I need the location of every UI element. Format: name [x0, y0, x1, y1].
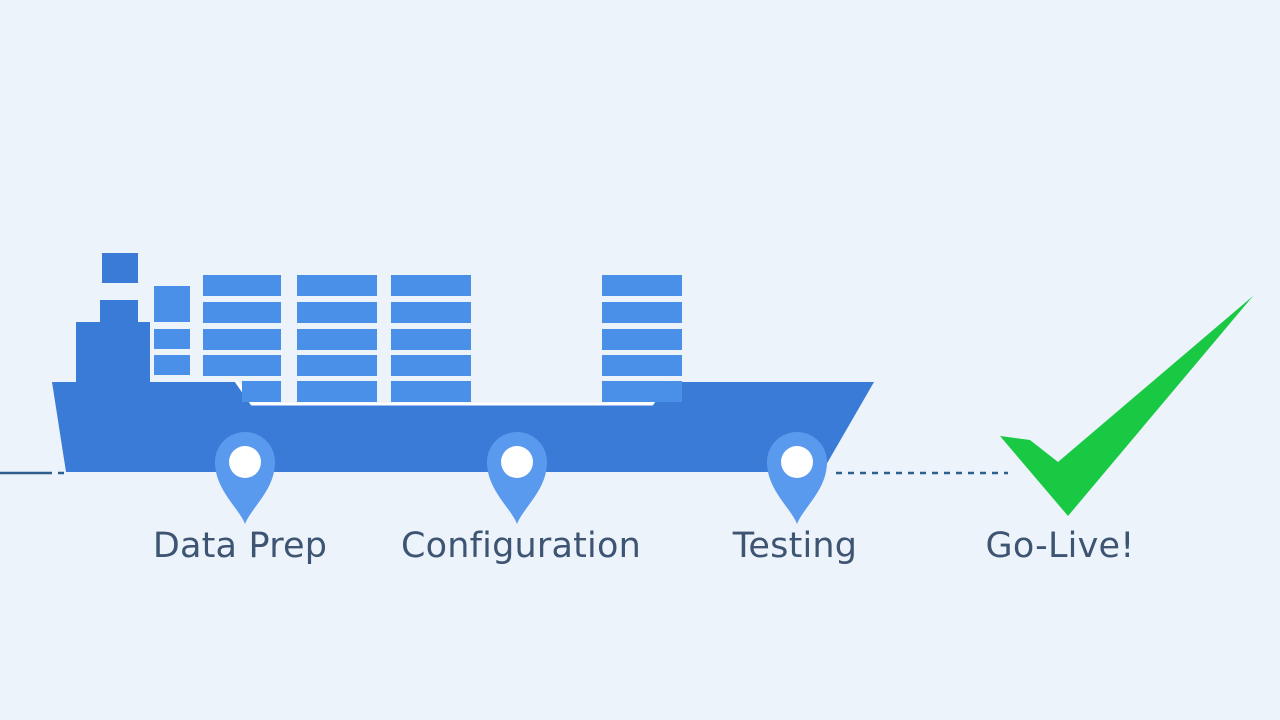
milestone-label-data-prep: Data Prep: [152, 526, 328, 566]
container-block: [297, 329, 377, 350]
container-block: [203, 355, 281, 376]
milestone-pins: [215, 432, 827, 524]
pin-hole: [229, 446, 261, 478]
container-block: [602, 355, 682, 376]
ship-chimney: [102, 253, 138, 283]
container-block: [297, 302, 377, 323]
map-pin-icon: [487, 432, 547, 524]
container-block: [391, 302, 471, 323]
container-block: [154, 355, 190, 375]
container-block: [242, 381, 281, 402]
ship-bridge: [76, 322, 150, 384]
milestone-label-configuration: Configuration: [401, 526, 641, 566]
container-block: [391, 329, 471, 350]
map-pin-icon: [215, 432, 275, 524]
container-block: [602, 302, 682, 323]
ship-bridge-tower: [100, 300, 138, 324]
container-block: [154, 286, 190, 306]
container-block: [602, 275, 682, 296]
container-block: [203, 302, 281, 323]
container-block: [391, 355, 471, 376]
pin-hole: [781, 446, 813, 478]
container-block: [203, 275, 281, 296]
container-block: [154, 329, 190, 349]
container-block: [297, 381, 377, 402]
map-pin-icon: [767, 432, 827, 524]
pin-hole: [501, 446, 533, 478]
container-block: [602, 329, 682, 350]
container-block: [391, 381, 471, 402]
milestone-label-testing: Testing: [732, 526, 858, 566]
container-block: [154, 302, 190, 322]
container-block: [391, 275, 471, 296]
container-block: [602, 381, 682, 402]
container-block: [203, 329, 281, 350]
checkmark-icon: [1000, 296, 1253, 516]
milestone-label-go-live: Go-Live!: [985, 526, 1135, 566]
container-stacks: [154, 275, 682, 402]
container-block: [297, 355, 377, 376]
container-block: [297, 275, 377, 296]
